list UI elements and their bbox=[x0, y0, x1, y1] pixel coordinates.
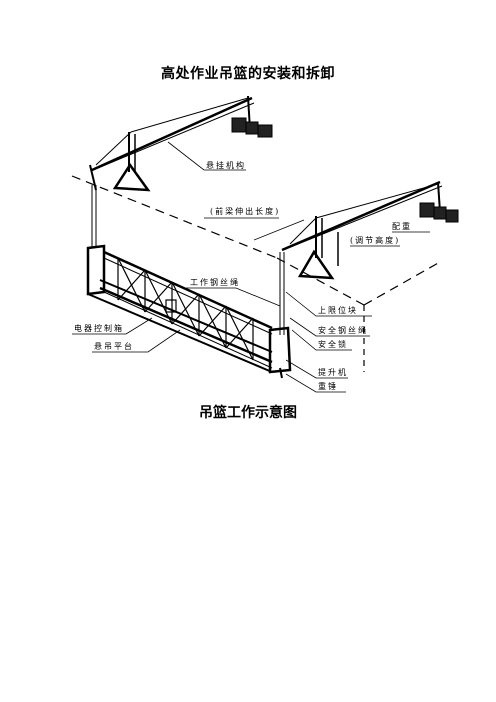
figure-caption: 吊篮工作示意图 bbox=[199, 405, 297, 421]
diagram-labels: 悬挂机构 (前梁伸出长度) 配重 (调节高度) 工作钢丝绳 上限位块 安全钢丝绳… bbox=[74, 160, 412, 391]
label-electrical-control-box: 电器控制箱 bbox=[74, 323, 124, 333]
leader-lines bbox=[72, 141, 430, 393]
label-heavy-hammer: 重锤 bbox=[318, 381, 338, 391]
label-hoist: 提升机 bbox=[318, 367, 348, 377]
left-hanging-mechanism bbox=[89, 95, 273, 192]
page-title: 高处作业吊篮的安装和拆卸 bbox=[161, 66, 335, 82]
label-counterweight: 配重 bbox=[392, 221, 412, 231]
label-suspended-platform: 悬吊平台 bbox=[94, 341, 134, 351]
wire-ropes bbox=[91, 185, 285, 335]
label-working-wire-rope: 工作钢丝绳 bbox=[190, 277, 240, 287]
label-hanging-mechanism: 悬挂机构 bbox=[206, 160, 246, 170]
label-adjust-height: (调节高度) bbox=[350, 235, 400, 245]
label-safety-lock: 安全锁 bbox=[318, 339, 348, 349]
label-safety-wire-rope: 安全钢丝绳 bbox=[318, 325, 368, 335]
suspended-platform bbox=[86, 244, 292, 379]
right-hanging-mechanism bbox=[281, 180, 459, 280]
label-upper-limit-stop: 上限位块 bbox=[318, 305, 358, 315]
label-front-beam-extension: (前梁伸出长度) bbox=[210, 206, 280, 216]
